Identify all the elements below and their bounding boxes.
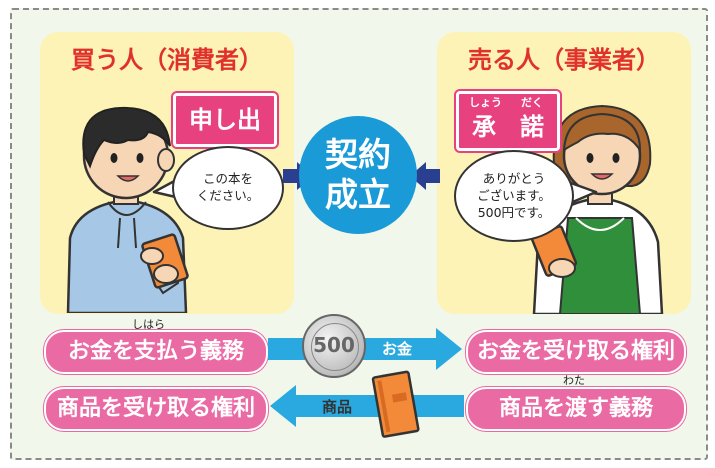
seller-woman-illustration bbox=[530, 104, 664, 314]
deliver-duty-pill: 商品を渡す義務 bbox=[466, 387, 686, 431]
pay-duty-ruby: しはら bbox=[132, 318, 165, 331]
book-icon bbox=[371, 370, 420, 438]
seller-title: 売る人（事業者） bbox=[468, 46, 660, 74]
seller-speech-bubble: ありがとう ございます。 500円です。 bbox=[454, 150, 574, 242]
money-flow-label: お金 bbox=[382, 340, 413, 358]
receive-goods-right-pill: 商品を受け取る権利 bbox=[44, 387, 268, 431]
receive-money-right-pill: お金を受け取る権利 bbox=[466, 330, 686, 374]
contract-line-1: 契約 bbox=[325, 135, 391, 174]
arrow-left-icon bbox=[410, 162, 440, 190]
coin-500-icon: 500 bbox=[302, 314, 366, 378]
seller-speech-line-2: ございます。 bbox=[477, 188, 551, 203]
buyer-speech-line-2: ください。 bbox=[196, 188, 260, 203]
buyer-title: 買う人（消費者） bbox=[71, 46, 263, 74]
seller-speech-line-1: ありがとう bbox=[482, 171, 546, 186]
deliver-duty-ruby: わた bbox=[563, 374, 585, 387]
money-flow-arrow-icon bbox=[268, 328, 462, 370]
coin-value: 500 bbox=[313, 333, 355, 357]
acceptance-box: しょう だく 承 諾 bbox=[456, 91, 560, 151]
acceptance-ruby-2: だく bbox=[521, 96, 543, 109]
offer-label: 申し出 bbox=[189, 106, 261, 134]
seller-speech-line-3: 500円です。 bbox=[477, 205, 551, 220]
buyer-speech-bubble: この本を ください。 bbox=[172, 146, 284, 230]
buyer-speech-line-1: この本を bbox=[202, 171, 253, 186]
arrow-right-icon bbox=[283, 162, 313, 190]
buyer-boy-illustration bbox=[66, 106, 189, 313]
contract-circle: 契約 成立 bbox=[299, 116, 417, 234]
goods-flow-label: 商品 bbox=[322, 398, 353, 416]
acceptance-label: 承 諾 bbox=[472, 113, 544, 141]
goods-flow-arrow-icon bbox=[270, 385, 464, 427]
acceptance-ruby-1: しょう bbox=[469, 96, 502, 109]
pay-duty-pill: お金を支払う義務 bbox=[44, 330, 268, 374]
offer-box: 申し出 bbox=[173, 93, 277, 147]
contract-line-2: 成立 bbox=[325, 175, 391, 214]
